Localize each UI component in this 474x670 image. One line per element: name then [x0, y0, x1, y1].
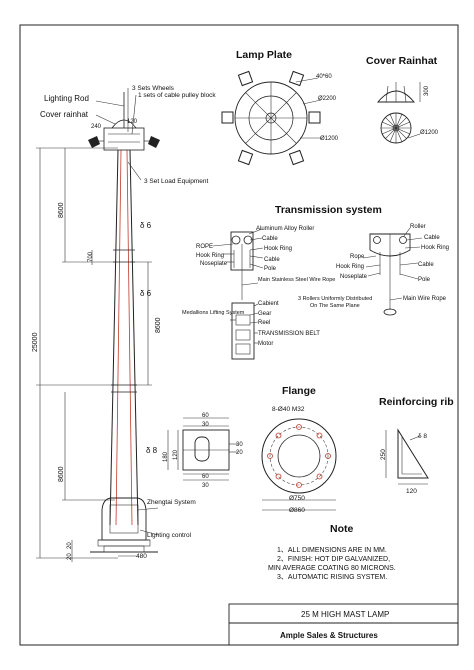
- tl-label-6: Main Stainless Steel Wire Rope: [258, 277, 335, 283]
- flange-bolt-holes: [267, 424, 331, 488]
- bracket-dim-2: 30: [202, 422, 209, 428]
- company-name: Ample Sales & Structures: [280, 631, 378, 640]
- flange-title: Flange: [282, 385, 316, 397]
- bracket-dim-4: 20: [236, 450, 243, 456]
- lamp-plate-title: Lamp Plate: [236, 49, 292, 61]
- right-carriage: [369, 233, 411, 257]
- lamp-plate-view: Lamp Plate 40*60 Ø2200 Ø1200: [221, 49, 339, 166]
- dim-base-width: 480: [136, 553, 147, 560]
- dim-upper-section: 8600: [58, 202, 65, 218]
- base-door: [101, 497, 147, 541]
- bracket-detail: 60 30 30 20 180 120 60 30: [163, 413, 243, 489]
- lamp-plate-dim-2: Ø2200: [318, 96, 337, 102]
- cover-rainhat-view: Cover Rainhat 300 Ø1200: [366, 55, 439, 144]
- mast-elevation: 25000 8600 8600 700 8600 δ 6 δ 6 δ 8: [32, 85, 216, 562]
- tl-label-1: Aluminum Alloy Roller: [256, 226, 314, 232]
- thickness-1: δ 6: [140, 221, 152, 230]
- label-load-equipment: 3 Set Load Equipment: [144, 178, 209, 185]
- tr-label-3: Hook Ring: [421, 245, 449, 251]
- label-zhengtai: Zhengtai System: [147, 499, 196, 506]
- tr-label-5: Pole: [418, 277, 431, 283]
- dim-top-angle: 120: [127, 119, 138, 125]
- label-wheels: 3 Sets Wheels: [132, 85, 175, 92]
- flange-outer: [261, 418, 337, 494]
- lamp-fixture-right: [148, 136, 160, 148]
- tr-label-6: Main Wire Rope: [403, 296, 447, 302]
- thickness-3: δ 8: [146, 446, 158, 455]
- tr-label-2: Cable: [424, 235, 440, 241]
- cover-dim-height: 300: [424, 85, 430, 96]
- rollers-note-1: 3 Rollers Uniformly Distributed: [298, 296, 372, 302]
- tl-label-10: TRANSMISSION BELT: [258, 331, 320, 337]
- lamp-fixture-left: [88, 136, 100, 148]
- bracket-dim-8: 30: [202, 483, 209, 489]
- label-cover-rainhat: Cover rainhat: [40, 110, 89, 119]
- tls-label-1: ROPE: [196, 244, 213, 250]
- cover-dim-diameter: Ø1200: [420, 130, 439, 136]
- bracket-dim-6: 120: [173, 449, 179, 460]
- cabinet: [231, 302, 255, 360]
- bracket-dim-7: 60: [202, 474, 209, 480]
- lamp-plate-dim-1: 40*60: [316, 74, 332, 80]
- tl-label-9: Reel: [258, 320, 270, 326]
- tl-label-4: Cable: [264, 257, 280, 263]
- note-title: Note: [330, 523, 353, 535]
- tl-label-2: Cable: [262, 236, 278, 242]
- rib-dim-height: 250: [380, 449, 387, 460]
- rib-dim-width: 120: [406, 488, 417, 495]
- tr-label-4: Cable: [418, 262, 434, 268]
- rainhat-elevation: [377, 90, 415, 103]
- cover-rainhat-title: Cover Rainhat: [366, 55, 438, 67]
- flange-dim-1: Ø750: [289, 495, 305, 502]
- drawing-title: 25 M HIGH MAST LAMP: [301, 610, 389, 619]
- dim-top-width: 240: [91, 124, 102, 130]
- tls-label-2: Hook Ring: [196, 253, 224, 259]
- bracket-dim-5: 180: [163, 451, 169, 462]
- tl-label-8: Gear: [258, 311, 271, 317]
- rib-title: Reinforcing rib: [379, 396, 454, 408]
- flange-bolts: 8-Ø40 M32: [272, 406, 305, 413]
- tls-label-3: Noseplate: [200, 261, 228, 267]
- trs-label-2: Hook Ring: [336, 264, 364, 270]
- tl-label-3: Hook Ring: [264, 246, 292, 252]
- note-line-2: 2、FINISH: HOT DIP GALVANIZED,: [277, 556, 390, 563]
- tr-label-1: Roller: [410, 224, 426, 230]
- lamp-head: [103, 127, 145, 151]
- tl-label-7: Cabient: [258, 301, 279, 307]
- dim-middle-section: 8600: [155, 317, 162, 333]
- dim-lower-section: 8600: [58, 466, 65, 482]
- dim-base-b: 20: [67, 553, 73, 560]
- reinforcing-rib-view: Reinforcing rib δ 8 250 120: [379, 396, 454, 495]
- title-block: 25 M HIGH MAST LAMP Ample Sales & Struct…: [228, 603, 459, 646]
- rib-plate: [397, 428, 429, 479]
- note-line-1: 1、ALL DIMENSIONS ARE IN MM.: [277, 547, 387, 554]
- rib-dim-thickness: δ 8: [418, 433, 427, 440]
- transmission-view: Transmission system Aluminum Alloy Rolle…: [182, 204, 449, 360]
- transmission-title: Transmission system: [275, 204, 382, 216]
- lamp-plate-dim-3: Ø1200: [320, 136, 339, 142]
- dim-base-a: 20: [67, 542, 73, 549]
- flange-dim-2: Ø860: [289, 507, 305, 514]
- flange-view: Flange 8-Ø40 M32 Ø750 Ø860: [261, 385, 337, 514]
- trs-label-1: Rope: [350, 254, 365, 260]
- bracket-dim-3: 30: [236, 442, 243, 448]
- note-block: Note 1、ALL DIMENSIONS ARE IN MM. 2、FINIS…: [268, 523, 396, 581]
- label-lighting-control: Lighting control: [147, 532, 192, 539]
- trs-label-3: Noseplate: [340, 274, 368, 280]
- tl-label-5: Pole: [264, 266, 277, 272]
- bracket-dim-1: 60: [202, 413, 209, 419]
- thickness-2: δ 6: [140, 289, 152, 298]
- label-lighting-rod: Lighting Rod: [44, 94, 89, 103]
- tls-label-4: Medallions Lifting System: [182, 310, 245, 316]
- label-pulley: 1 sets of cable pulley block: [138, 92, 216, 99]
- flange-inner: [277, 434, 321, 478]
- rollers-note-2: On The Same Plane: [310, 303, 360, 309]
- dim-joint: 700: [88, 251, 94, 262]
- note-line-3: MIN AVERAGE COATING 80 MICRONS.: [268, 565, 396, 572]
- note-line-4: 3、AUTOMATIC RISING SYSTEM.: [277, 574, 387, 581]
- tl-label-11: Motor: [258, 341, 273, 347]
- rainhat: [111, 119, 137, 129]
- dim-total-height: 25000: [32, 332, 39, 352]
